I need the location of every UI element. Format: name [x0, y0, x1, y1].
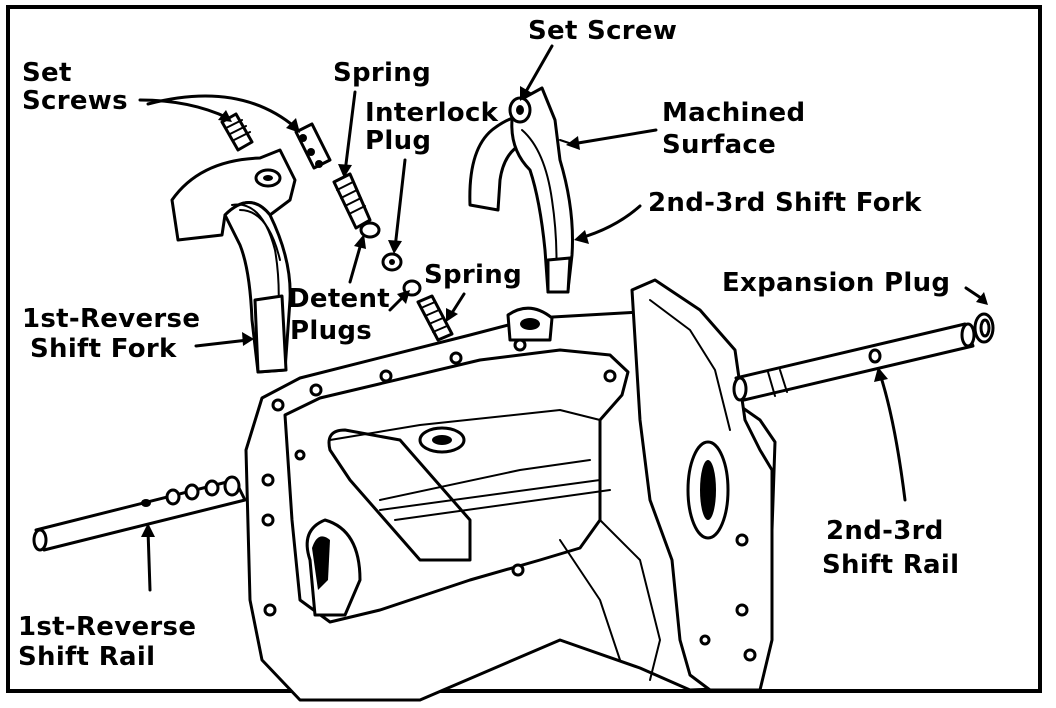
label-interlock-2: Plug: [365, 126, 432, 156]
label-detent-2: Plugs: [290, 316, 373, 346]
label-detent-1: Detent: [288, 284, 391, 314]
label-set-screws-1: Set: [22, 58, 72, 88]
set-screw-1: [220, 112, 254, 152]
label-interlock-1: Interlock: [365, 98, 499, 128]
shift-fork-1st-reverse: [170, 148, 297, 374]
label-shift-fork-1st-rev-1: 1st-Reverse: [22, 304, 201, 334]
transmission-case: [244, 278, 777, 702]
set-screw-2: [294, 122, 332, 170]
label-expansion-plug: Expansion Plug: [722, 268, 951, 298]
label-set-screw: Set Screw: [528, 16, 678, 46]
label-spring-mid: Spring: [424, 260, 522, 290]
spring-lower: [416, 294, 454, 342]
shift-rail-2nd-3rd: [732, 322, 976, 402]
detent-plug-upper: [359, 221, 381, 239]
expansion-plug: [973, 312, 995, 344]
label-shift-rail-1st-rev-1: 1st-Reverse: [18, 612, 197, 642]
label-shift-rail-1st-rev-2: Shift Rail: [18, 642, 156, 672]
interlock-plug: [381, 252, 403, 272]
label-set-screws-2: Screws: [22, 86, 128, 116]
label-machined-1: Machined: [662, 98, 806, 128]
label-machined-2: Surface: [662, 130, 777, 160]
label-shift-fork-1st-rev-2: Shift Fork: [30, 334, 177, 364]
shift-fork-2nd-3rd: [468, 86, 576, 294]
label-shift-rail-2nd-3rd-1: 2nd-3rd: [826, 516, 944, 546]
label-spring-top: Spring: [333, 58, 431, 88]
leader-lines: [138, 44, 988, 592]
spring-upper: [332, 172, 372, 230]
label-shift-rail-2nd-3rd-2: Shift Rail: [822, 550, 960, 580]
label-shift-fork-2nd-3rd: 2nd-3rd Shift Fork: [648, 188, 922, 218]
shift-rail-1st-reverse: [32, 475, 247, 552]
